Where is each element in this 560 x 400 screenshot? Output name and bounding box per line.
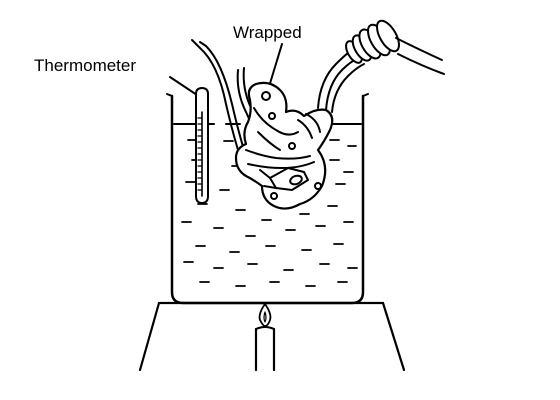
flame-icon <box>258 303 272 327</box>
beaker-lip-left <box>166 93 173 97</box>
burner-stand <box>138 301 406 372</box>
wrapped-leader-line <box>267 43 283 91</box>
wrapped-label: Wrapped <box>233 23 302 42</box>
cable-connector <box>345 19 400 64</box>
left-lead <box>191 39 239 151</box>
thermometer-leader-line <box>169 76 201 98</box>
thermometer <box>195 87 209 204</box>
beaker-lip-right <box>362 93 369 97</box>
stand-left-leg <box>138 301 161 372</box>
candle <box>254 321 276 372</box>
wrap-hole <box>261 91 271 101</box>
external-cable <box>395 37 445 75</box>
stand-right-leg <box>381 301 406 372</box>
wrapped-sensor-assembly <box>191 19 445 210</box>
thermometer-label: Thermometer <box>34 56 136 75</box>
thermometer-scale <box>197 117 203 191</box>
